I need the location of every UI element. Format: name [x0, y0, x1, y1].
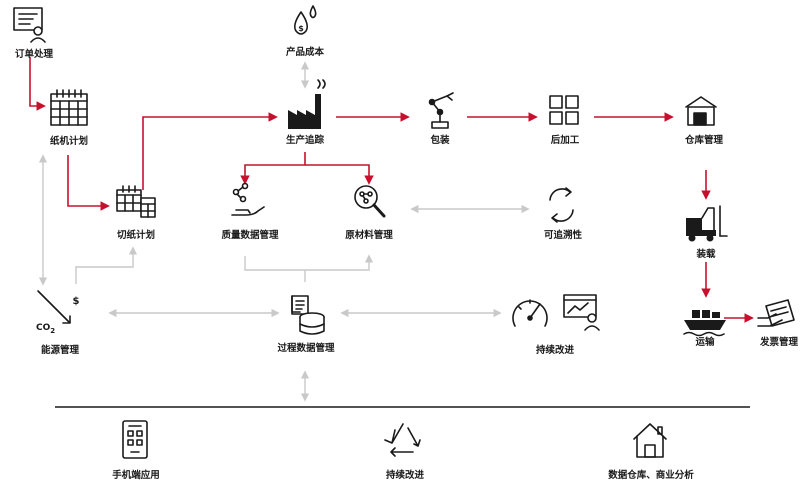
- cost-node: $ 产品成本: [286, 5, 325, 58]
- loading-node: 装载: [686, 205, 728, 260]
- dollar-sign: $: [73, 296, 80, 307]
- continuous-improvement-bottom-label: 持续改进: [386, 469, 425, 481]
- paper-machine-plan-label: 纸机计划: [50, 135, 88, 147]
- process-data-label: 过程数据管理: [277, 342, 335, 354]
- raw-material-node: 原材料管理: [345, 185, 393, 241]
- warehouse-icon: [685, 96, 717, 126]
- finishing-node: 后加工: [549, 95, 580, 146]
- house-icon: [633, 423, 667, 458]
- link-process-quality-raw: [244, 256, 369, 282]
- factory-icon: [288, 79, 326, 129]
- order-form-icon: [13, 7, 46, 43]
- data-warehouse-item: 数据仓库、商业分析: [607, 423, 694, 481]
- warehouse-label: 仓库管理: [684, 134, 724, 146]
- grid-squares-icon: [549, 95, 579, 125]
- traceability-label: 可追溯性: [544, 229, 583, 241]
- chart-user-icon: [563, 294, 600, 331]
- energy-trend-icon: $ CO2: [36, 290, 80, 335]
- gauge-icon: [512, 299, 548, 327]
- drops-icon: $: [294, 5, 317, 35]
- flow-tracking-to-raw: [305, 164, 374, 185]
- mobile-app-label: 手机端应用: [112, 469, 160, 481]
- hand-molecule-icon: [231, 182, 265, 216]
- forklift-icon: [686, 205, 728, 242]
- process-data-node: 过程数据管理: [277, 295, 335, 354]
- cutting-plan-label: 切纸计划: [117, 229, 155, 241]
- refresh-icon: [549, 187, 574, 223]
- ship-icon: [683, 310, 726, 337]
- flow-cutting-to-tracking: [142, 112, 278, 190]
- co2-text: CO2: [36, 323, 55, 335]
- production-tracking-label: 生产追踪: [286, 134, 325, 146]
- invoice-label: 发票管理: [759, 336, 799, 348]
- hand-invoice-icon: [757, 299, 795, 327]
- energy-label: 能源管理: [41, 344, 80, 356]
- invoice-node: 发票管理: [757, 299, 799, 348]
- flow-order-to-paper-plan: [29, 57, 46, 111]
- link-energy-cutting: [75, 246, 138, 284]
- dollar-sign: $: [298, 24, 304, 33]
- energy-node: $ CO2 能源管理: [36, 290, 80, 356]
- transport-label: 运输: [695, 336, 715, 348]
- paper-machine-plan-node: 纸机计划: [50, 89, 88, 147]
- data-warehouse-label: 数据仓库、商业分析: [607, 469, 694, 481]
- calendar-icon: [50, 89, 88, 126]
- order-node: 订单处理: [13, 7, 54, 60]
- raw-material-label: 原材料管理: [345, 229, 393, 241]
- double-calendar-icon: [116, 185, 156, 218]
- flow-paper-plan-to-cutting: [67, 155, 110, 211]
- order-label: 订单处理: [15, 48, 54, 60]
- transport-node: 运输: [683, 310, 726, 348]
- mobile-app-item: 手机端应用: [112, 420, 160, 481]
- packaging-node: 包装: [428, 92, 454, 146]
- warehouse-node: 仓库管理: [684, 96, 724, 146]
- quality-node: 质量数据管理: [221, 182, 279, 241]
- production-tracking-node: 生产追踪: [286, 79, 326, 146]
- traceability-node: 可追溯性: [544, 187, 583, 241]
- continuous-improvement-node: 持续改进: [512, 294, 600, 356]
- mobile-phone-icon: [122, 420, 148, 459]
- packaging-label: 包装: [429, 134, 450, 146]
- continuous-improvement-label: 持续改进: [536, 344, 575, 356]
- quality-label: 质量数据管理: [221, 229, 279, 241]
- cost-label: 产品成本: [286, 46, 325, 58]
- flow-tracking-to-quality: [240, 152, 306, 185]
- robot-arm-icon: [428, 92, 454, 129]
- magnifier-icon: [354, 185, 386, 218]
- loading-label: 装载: [695, 248, 716, 260]
- continuous-improvement-bottom-item: 持续改进: [384, 423, 425, 481]
- finishing-label: 后加工: [551, 134, 580, 146]
- doc-database-icon: [291, 295, 325, 335]
- cutting-plan-node: 切纸计划: [116, 185, 156, 241]
- recycle-icon: [384, 423, 421, 457]
